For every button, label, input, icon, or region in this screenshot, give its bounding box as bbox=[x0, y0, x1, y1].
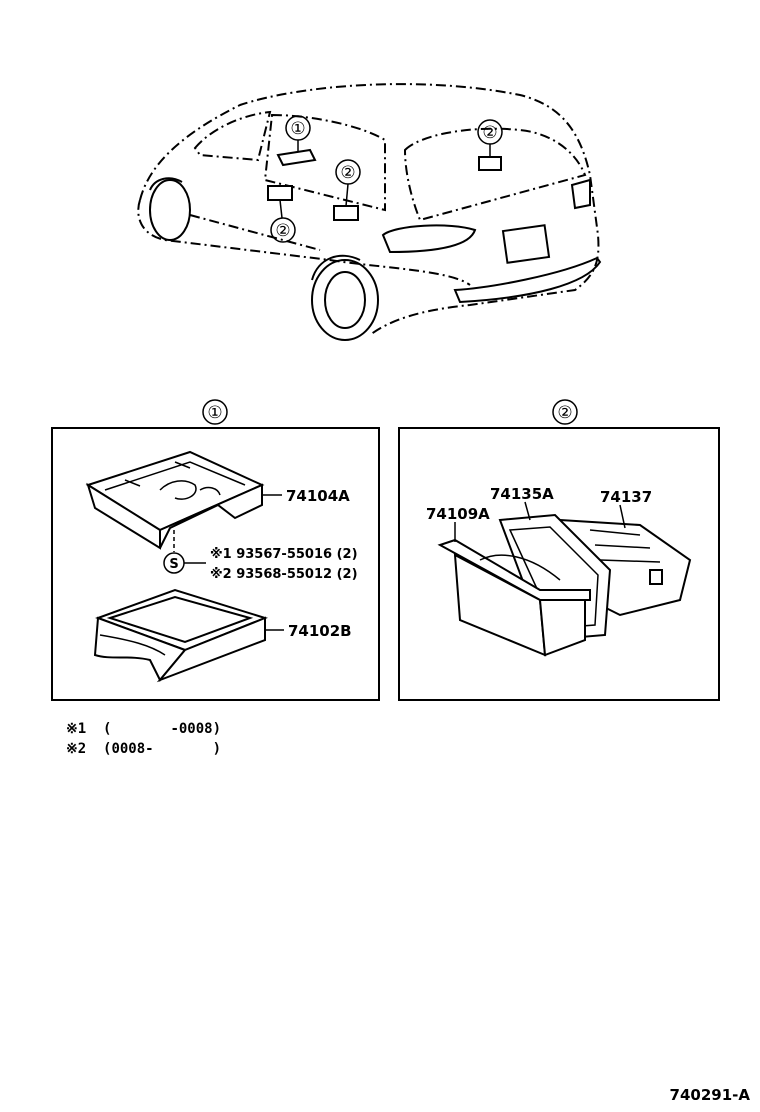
callout-2-left: ② bbox=[270, 217, 296, 243]
rear-left-ashtray-marker bbox=[267, 185, 293, 201]
part-label-74104A: 74104A bbox=[286, 487, 350, 505]
footnote-2: ※2 (0008- ) bbox=[66, 741, 222, 757]
part-label-74102B: 74102B bbox=[288, 622, 352, 640]
callout-1-front: ① bbox=[285, 115, 311, 141]
part-label-74137: 74137 bbox=[600, 488, 652, 506]
panel-1: ① 74104A S ※1 93567-55016 (2) ※2 93568-5… bbox=[51, 399, 380, 701]
callout-2-center: ② bbox=[335, 159, 361, 185]
panel-1-title: ① bbox=[207, 403, 222, 423]
panel-2-frame bbox=[398, 427, 720, 701]
panel-2-title: ② bbox=[557, 403, 572, 423]
vehicle-illustration bbox=[137, 83, 602, 341]
screw-note-1: ※1 93567-55016 (2) bbox=[210, 547, 358, 562]
part-label-74109A: 74109A bbox=[426, 505, 490, 523]
rear-right-ashtray-marker bbox=[478, 156, 502, 171]
panel-1-frame bbox=[51, 427, 380, 701]
callout-2-center-label: ② bbox=[340, 163, 355, 183]
screw-note-2: ※2 93568-55012 (2) bbox=[210, 567, 358, 582]
figure-id: 740291-A bbox=[669, 1086, 750, 1104]
front-ashtray-marker bbox=[276, 148, 317, 167]
callout-2-right-label: ② bbox=[482, 123, 497, 143]
callout-2-right: ② bbox=[477, 119, 503, 145]
footnote-1: ※1 ( -0008) bbox=[66, 721, 222, 737]
panel-2: ② 74137 74135A 74109A bbox=[398, 399, 720, 701]
rear-center-ashtray-marker bbox=[333, 205, 359, 221]
ashtray-tray-74102B bbox=[93, 588, 268, 683]
screw-symbol-label: S bbox=[169, 557, 178, 572]
callout-2-left-label: ② bbox=[275, 221, 290, 241]
part-label-74135A: 74135A bbox=[490, 485, 554, 503]
callout-1-label: ① bbox=[290, 119, 305, 139]
ashtray-cover-74104A bbox=[85, 450, 265, 550]
